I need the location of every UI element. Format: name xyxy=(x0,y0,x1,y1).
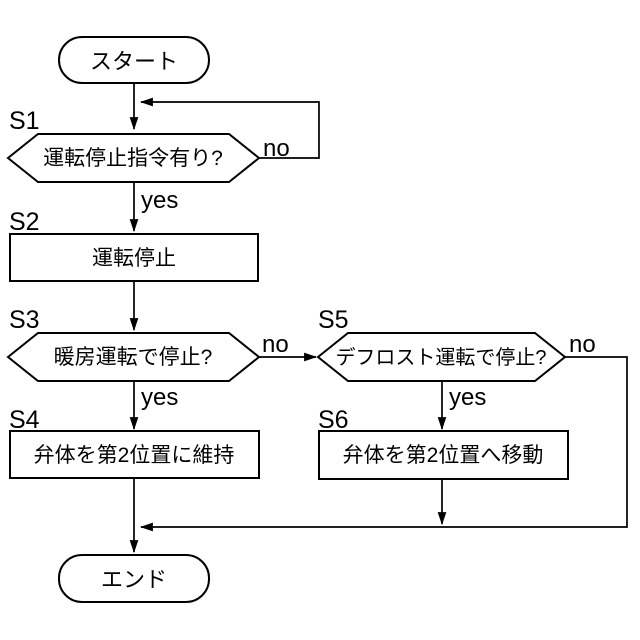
node-s4: S4 弁体を第2位置に維持 xyxy=(9,406,260,479)
node-start: スタート xyxy=(58,36,210,84)
edge-s1-no-loop xyxy=(139,97,320,159)
process-s4-label: 弁体を第2位置に維持 xyxy=(34,444,235,467)
node-s2: S2 運転停止 xyxy=(9,208,259,282)
step-id-s2: S2 xyxy=(9,208,40,236)
decision-s1-label: 運転停止指令有り? xyxy=(43,147,223,170)
s1-yes-label: yes xyxy=(141,187,178,214)
start-label: スタート xyxy=(90,49,178,74)
s3-no-label: no xyxy=(262,331,289,358)
process-s4-shape xyxy=(9,430,260,479)
node-end: エンド xyxy=(58,554,210,603)
decision-s3-shape xyxy=(6,332,261,382)
end-label: エンド xyxy=(101,567,167,592)
node-s1: S1 運転停止指令有り? no yes xyxy=(6,107,290,214)
s5-no-label: no xyxy=(569,331,596,358)
node-s6: S6 弁体を第2位置へ移動 xyxy=(318,406,569,480)
node-s3: S3 暖房運転で停止? no yes xyxy=(6,306,289,411)
start-terminator-shape xyxy=(58,36,210,84)
decision-s5-shape xyxy=(316,332,567,382)
step-id-s4: S4 xyxy=(9,406,40,434)
process-s2-shape xyxy=(9,233,259,282)
decision-s3-label: 暖房運転で停止? xyxy=(54,346,213,369)
end-terminator-shape xyxy=(58,554,210,603)
decision-s1-shape xyxy=(6,133,261,183)
process-s6-label: 弁体を第2位置へ移動 xyxy=(343,444,544,467)
process-s2-label: 運転停止 xyxy=(92,247,176,270)
step-id-s6: S6 xyxy=(318,406,349,434)
s3-yes-label: yes xyxy=(141,384,178,411)
s1-no-label: no xyxy=(263,135,290,162)
step-id-s5: S5 xyxy=(318,306,349,334)
s5-yes-label: yes xyxy=(449,384,486,411)
node-s5: S5 デフロスト運転で停止? no yes xyxy=(316,306,596,411)
step-id-s1: S1 xyxy=(9,107,40,135)
decision-s5-label: デフロスト運転で停止? xyxy=(335,346,546,369)
step-id-s3: S3 xyxy=(9,306,40,334)
edge-s5-no-to-join xyxy=(139,356,628,532)
process-s6-shape xyxy=(318,430,569,480)
